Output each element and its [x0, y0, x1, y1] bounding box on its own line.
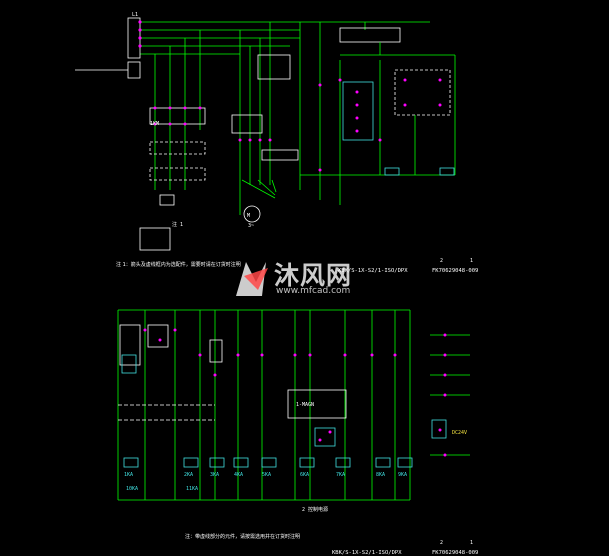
inset-label: 注 1 — [172, 221, 183, 228]
bottom-sheet-left: 2 — [440, 540, 443, 546]
relay-label: 7KA — [336, 472, 345, 478]
relay-label: 6KA — [300, 472, 309, 478]
watermark-logo — [236, 262, 268, 296]
contactor-label: 1KM — [150, 121, 159, 127]
relay-label: 3KA — [210, 472, 219, 478]
relay-label: 8KA — [376, 472, 385, 478]
bottom-control-circuit — [117, 309, 470, 501]
bottom-title-line: KBK/S-1X-S2/1-ISO/DPX — [332, 550, 402, 556]
top-title-line: KBK/S-1X-S2/1-ISO/DPX — [338, 268, 408, 274]
bottom-sheet-right: 1 — [470, 540, 473, 546]
top-sheet-left: 2 — [440, 258, 443, 264]
relay-label: 5KA — [262, 472, 271, 478]
controller-label: 1-MAGN — [296, 402, 314, 408]
terminal-L1-label: L1 — [132, 12, 138, 18]
relay-label: 9KA — [398, 472, 407, 478]
top-power-circuit — [75, 17, 456, 251]
relay-label-group: 1KA 2KA 3KA 4KA 5KA 6KA 7KA 8KA 9KA 10KA 11KA — [124, 472, 407, 492]
top-code-line: FK70629048-009 — [432, 268, 478, 274]
top-note: 注 1：箭头及虚线框内为选配件，需要时请在订货时注明 — [116, 261, 241, 268]
top-sheet-right: 1 — [470, 258, 473, 264]
relay-label: 4KA — [234, 472, 243, 478]
top-terminals — [138, 20, 442, 172]
bottom-code-line: FK70629048-009 — [432, 550, 478, 556]
watermark-name: 沐风网 — [274, 261, 353, 290]
relay-label: 2KA — [184, 472, 193, 478]
bus-label: 2 控制电源 — [302, 506, 328, 513]
bottom-terminals — [143, 328, 447, 457]
motor-label: M — [247, 213, 250, 219]
watermark-url: www.mfcad.com — [276, 286, 351, 296]
relay-label: 11KA — [186, 486, 198, 492]
relay-coil-row — [123, 457, 413, 468]
dc24v-label: DC24V — [452, 430, 467, 436]
relay-label: 1KA — [124, 472, 133, 478]
relay-label: 10KA — [126, 486, 138, 492]
bottom-note: 注：带虚线部分的元件，请按需选用并在订货时注明 — [185, 533, 300, 540]
motor-phase-label: 3~ — [248, 223, 254, 229]
